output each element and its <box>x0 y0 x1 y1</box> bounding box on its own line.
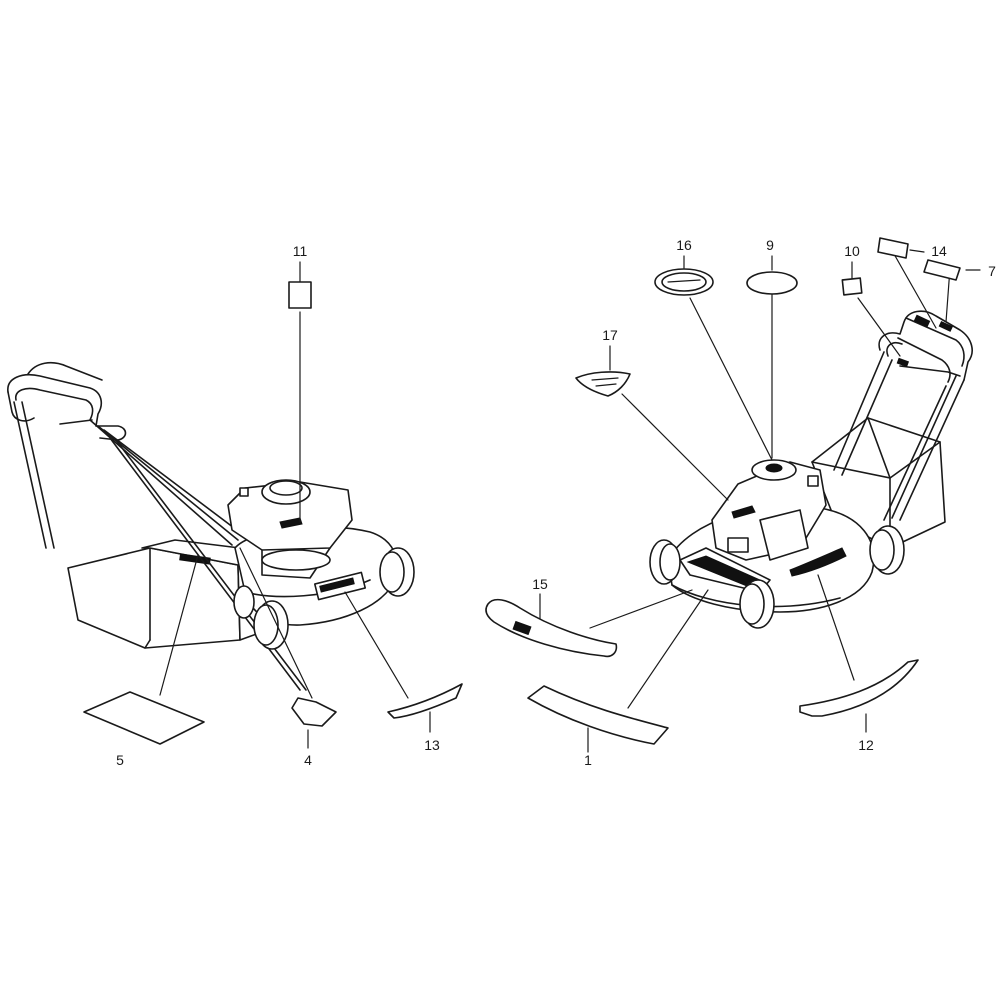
decal-14 <box>877 237 909 259</box>
right-handle <box>833 310 973 521</box>
right-wheels <box>649 525 905 629</box>
callout-15: 15 <box>532 576 548 592</box>
right-decals <box>485 237 961 745</box>
right-engine <box>711 459 827 561</box>
left-decals <box>83 281 463 745</box>
callout-14: 14 <box>931 243 947 259</box>
decal-5 <box>83 691 205 745</box>
callout-17: 17 <box>602 327 618 343</box>
decal-1 <box>527 685 669 745</box>
decal-10 <box>841 277 863 296</box>
callout-1: 1 <box>584 752 592 768</box>
decal-15 <box>485 598 618 658</box>
decal-11 <box>288 281 312 309</box>
right-leader-lines <box>539 249 981 753</box>
callout-10: 10 <box>844 243 860 259</box>
left-wheels <box>233 547 415 650</box>
decal-17 <box>575 371 631 397</box>
left-mower <box>7 361 415 691</box>
callout-5: 5 <box>116 752 124 768</box>
callout-12: 12 <box>858 737 874 753</box>
left-leader-lines <box>159 261 431 749</box>
callout-4: 4 <box>304 752 312 768</box>
decal-4 <box>291 697 337 727</box>
decal-7 <box>923 259 961 281</box>
callout-9: 9 <box>766 237 774 253</box>
callout-11: 11 <box>293 243 308 259</box>
engine <box>227 479 353 579</box>
decal-16 <box>654 268 714 296</box>
decal-12 <box>799 659 919 717</box>
callout-13: 13 <box>424 737 440 753</box>
decal-13 <box>387 683 463 719</box>
callout-7: 7 <box>988 263 996 279</box>
callout-labels: 11 5 4 13 1 12 15 17 16 9 10 14 7 <box>116 237 996 768</box>
right-mower <box>649 310 973 629</box>
decal-9 <box>746 271 798 295</box>
callout-16: 16 <box>676 237 692 253</box>
